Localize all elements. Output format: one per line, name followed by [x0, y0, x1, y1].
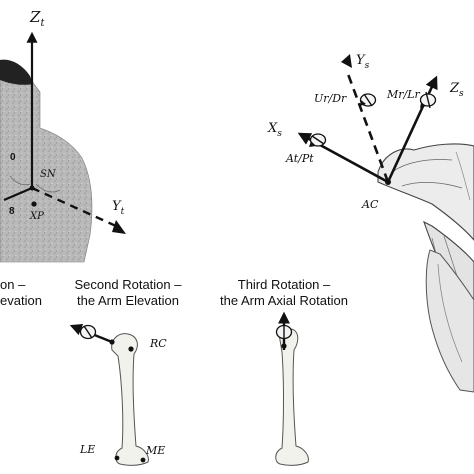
- scapula-coordinate-system: Ys Xs Zs Ur/Dr Mr/Lr At/Pt AC: [267, 53, 464, 211]
- trunk-marker-lower: 8: [9, 206, 15, 217]
- trunk-marker-upper: 0: [10, 152, 16, 163]
- second-rotation-title: Second Rotation –: [75, 277, 183, 292]
- sn-label: SN: [40, 169, 57, 180]
- me-landmark: [140, 457, 146, 463]
- scapula-x-label: Xs: [267, 121, 282, 139]
- first-rotation-title: on –: [0, 277, 26, 292]
- humeral-head-center: [109, 339, 115, 345]
- third-rotation-title: Third Rotation –: [238, 277, 331, 292]
- le-landmark: [114, 455, 120, 461]
- xp-label: XP: [29, 211, 44, 222]
- trunk-y-label: Yt: [112, 199, 125, 217]
- rotation-symbol-at-pt: [309, 133, 327, 147]
- mr-lr-label: Mr/Lr: [386, 88, 421, 101]
- ac-landmark: [385, 179, 391, 185]
- rc-landmark: [128, 346, 134, 352]
- humerus-second-rotation: RC LE ME: [69, 323, 167, 466]
- rotation-captions: on – evation Second Rotation – the Arm E…: [0, 277, 348, 308]
- third-humeral-head-center: [281, 343, 287, 349]
- le-label: LE: [79, 443, 95, 456]
- scapula-y-label: Ys: [356, 53, 370, 71]
- scapula-y-arrowhead: [341, 54, 352, 68]
- scapula-z-label: Zs: [449, 81, 464, 99]
- first-rotation-subtitle: evation: [0, 293, 42, 308]
- third-rotation-subtitle: the Arm Axial Rotation: [220, 293, 348, 308]
- rc-label: RC: [149, 337, 167, 350]
- ur-dr-label: Ur/Dr: [314, 92, 347, 105]
- trunk-z-label: Zt: [29, 8, 45, 29]
- trunk-y-arrowhead: [112, 220, 126, 234]
- trunk-y-axis: [31, 186, 117, 228]
- scapula-y-axis: [346, 73, 390, 183]
- humerus-third-rotation: [275, 311, 309, 466]
- rotation-symbol-ur-dr: [359, 93, 377, 107]
- trunk-x-axis: [3, 186, 33, 202]
- trunk-origin: [29, 185, 35, 191]
- trunk-coordinate-system: Zt Yt SN XP 0 8: [3, 8, 126, 234]
- xp-landmark: [31, 201, 37, 207]
- rotation-symbol-mr-lr: [419, 91, 437, 109]
- partial-arm-bone: [425, 249, 474, 393]
- at-pt-label: At/Pt: [285, 152, 314, 165]
- second-rotation-subtitle: the Arm Elevation: [77, 293, 179, 308]
- torso-photo: [0, 59, 93, 263]
- me-label: ME: [145, 444, 165, 457]
- ac-label: AC: [361, 198, 379, 211]
